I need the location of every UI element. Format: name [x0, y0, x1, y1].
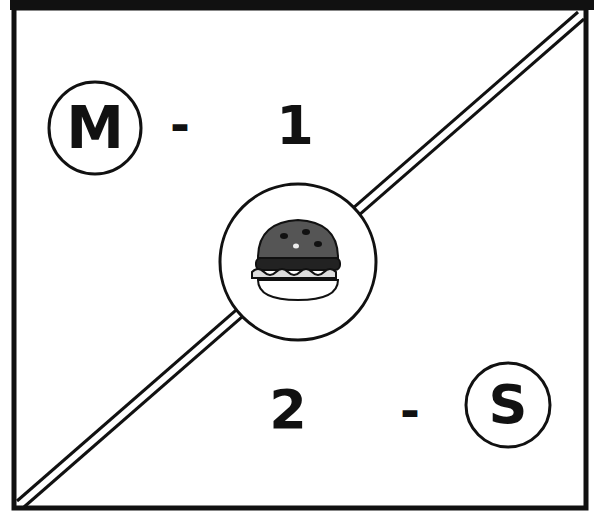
top-bar	[10, 0, 594, 10]
count-number: 2	[269, 383, 307, 437]
circle-letter: S	[489, 378, 528, 432]
frame-border	[14, 8, 586, 508]
letter-circle: M	[47, 80, 143, 176]
dash-mark: -	[400, 386, 420, 434]
dash-mark: -	[170, 100, 190, 148]
burger-icon	[220, 184, 376, 340]
letter-circle: S	[464, 361, 552, 449]
count-number: 1	[276, 99, 314, 153]
diagonal-double-line	[17, 12, 584, 507]
circle-letter: M	[66, 99, 124, 157]
